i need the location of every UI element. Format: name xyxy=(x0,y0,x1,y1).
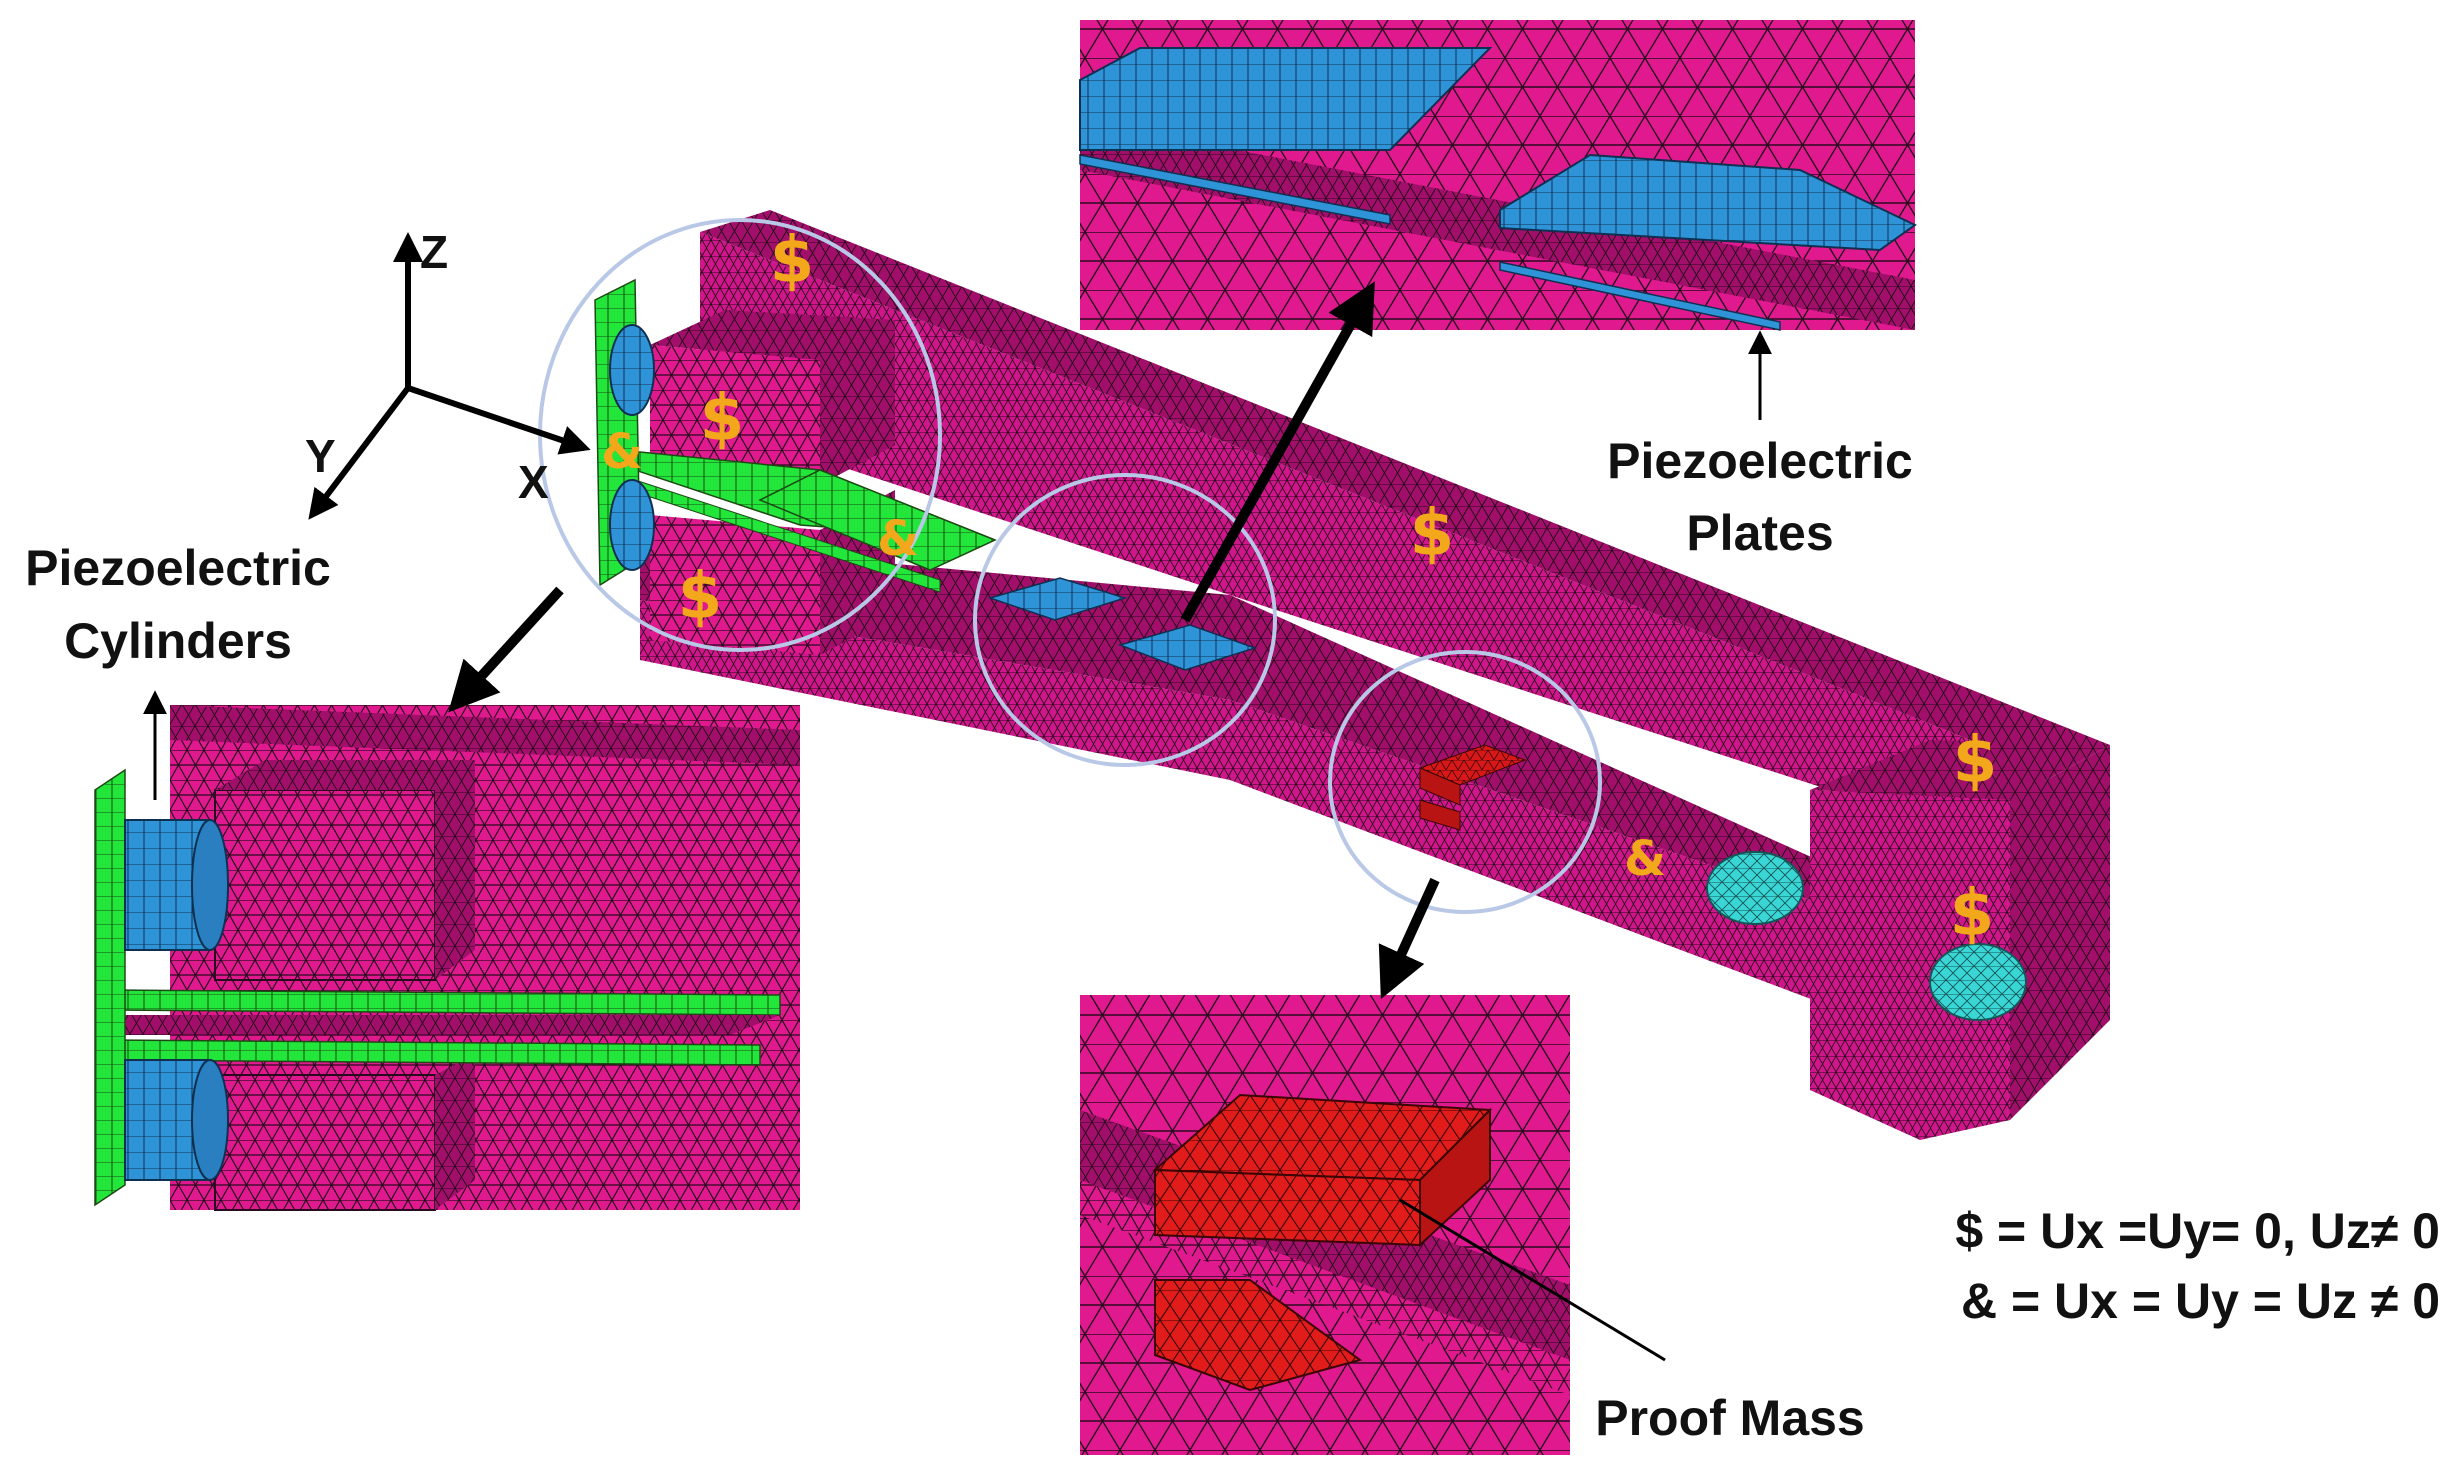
y-axis-line xyxy=(308,386,411,520)
inset-block-lower xyxy=(214,1074,436,1211)
main-beam-assembly xyxy=(594,210,2110,1140)
inset-proof-mass-lower xyxy=(1154,1279,1363,1392)
inset-cylinder-lower-cap xyxy=(191,1059,229,1181)
clamp-block-lower-front xyxy=(650,515,820,655)
end-block-top xyxy=(1810,740,2110,800)
inset-plate-right xyxy=(1499,153,1917,252)
proof-mass-label: Proof Mass xyxy=(1595,1390,1865,1446)
x-axis-line xyxy=(407,385,591,455)
inset-piezo-plates xyxy=(1079,20,1917,331)
end-block-side xyxy=(2010,745,2110,1120)
coordinate-axes-icon xyxy=(308,232,591,520)
ampersand-marker: & xyxy=(601,424,643,480)
inset-base-plate xyxy=(94,768,126,1207)
axis-x-label: X xyxy=(518,456,549,508)
inset-block-upper-side xyxy=(435,760,475,980)
clamp-cylinder-lower xyxy=(609,479,655,571)
inset-plate-left xyxy=(1079,47,1493,151)
inset-proof-mass-side xyxy=(1419,1107,1491,1248)
beam-front-face xyxy=(700,232,2045,860)
end-cylinder-lower xyxy=(1929,943,2027,1021)
beam-piezo-plate-1 xyxy=(987,577,1128,621)
dollar-marker: $ xyxy=(1953,724,1998,798)
piezo-cylinders-label-line2: Cylinders xyxy=(64,613,292,669)
axis-z-label: Z xyxy=(420,226,448,278)
boundary-markers: $ $ $ $ $ $ & & & xyxy=(601,224,1997,951)
highlight-circle-icon xyxy=(973,473,1277,767)
inset-green-plate-upper xyxy=(109,989,781,1016)
inset-plate-right-edge xyxy=(1499,261,1781,331)
clamp-block-upper-side xyxy=(820,320,895,485)
dollar-marker: $ xyxy=(770,224,815,298)
cantilever-plate-main xyxy=(758,469,997,571)
clamp-block-upper-top xyxy=(650,310,895,360)
piezo-cylinders-label-line1: Piezoelectric xyxy=(25,540,331,596)
arrow-icon xyxy=(1399,1198,1666,1362)
ampersand-marker: & xyxy=(1624,831,1666,887)
dollar-marker: $ xyxy=(1950,877,1995,951)
inset-piezo-cylinders xyxy=(94,705,800,1211)
arrow-icon xyxy=(1180,281,1375,623)
piezo-plates-label-line2: Plates xyxy=(1686,505,1833,561)
arrow-icon xyxy=(1378,877,1440,1000)
end-block-front xyxy=(1810,790,2010,1140)
beam-proof-mass-lower xyxy=(1419,799,1461,831)
beam-slot xyxy=(640,540,1840,910)
inset-plates-dark-band xyxy=(1080,120,1915,330)
beam-lower-face xyxy=(640,600,1840,1010)
highlight-circle-icon xyxy=(1328,650,1602,914)
beam-proof-mass-front xyxy=(1419,767,1461,806)
legend-line-1: $ = Ux =Uy= 0, Uz≠ 0 xyxy=(1955,1203,2440,1259)
clamp-block-upper-front xyxy=(650,345,820,485)
beam-piezo-plate-2 xyxy=(1117,624,1258,671)
arrow-icon xyxy=(448,586,564,713)
beam-top-face xyxy=(700,210,2110,770)
inset-proof-mass-front xyxy=(1154,1168,1421,1247)
end-cylinder-upper xyxy=(1706,851,1804,925)
inset-block-upper xyxy=(214,789,436,981)
dollar-marker: $ xyxy=(678,560,723,634)
inset-block-upper-top xyxy=(215,760,475,790)
dollar-marker: $ xyxy=(700,382,745,456)
inset-top-strip xyxy=(170,705,800,765)
piezo-plates-label-line1: Piezoelectric xyxy=(1607,433,1913,489)
inset-proof-mass xyxy=(1080,995,1570,1455)
inset-green-plate-ledge xyxy=(110,1015,780,1035)
legend-line-2: & = Ux = Uy = Uz ≠ 0 xyxy=(1961,1273,2440,1329)
axis-y-label: Y xyxy=(305,430,336,482)
ampersand-marker: & xyxy=(877,511,919,567)
inset-block-lower-side xyxy=(435,1055,475,1210)
clamp-cylinder-upper xyxy=(609,324,655,416)
dollar-marker: $ xyxy=(1410,497,1455,571)
inset-cylinder-upper-cap xyxy=(191,819,229,951)
inset-plate-left-edge xyxy=(1079,154,1391,225)
